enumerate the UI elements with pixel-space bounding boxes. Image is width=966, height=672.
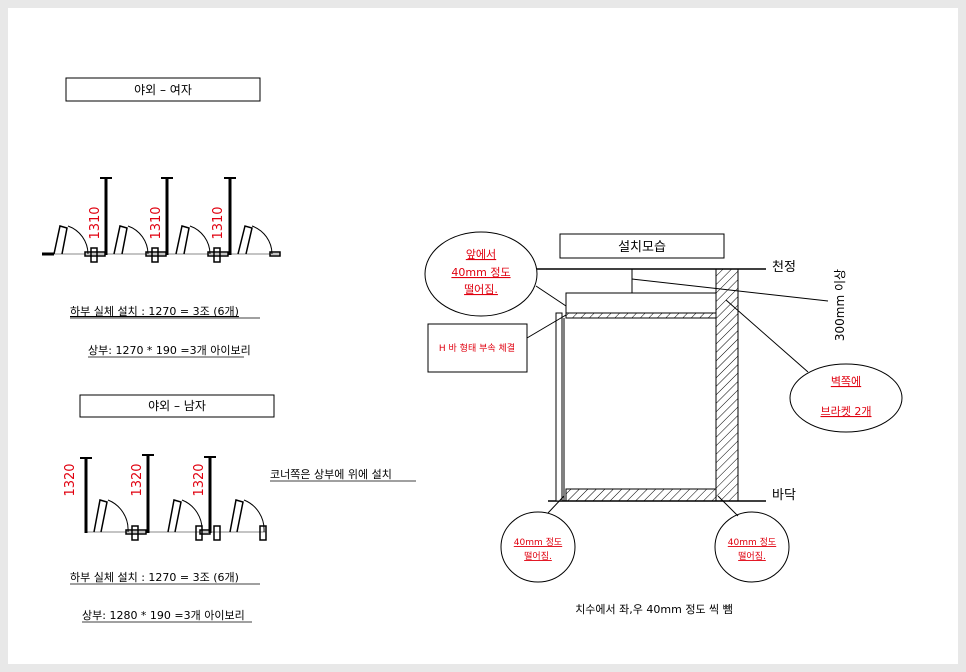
bubble-bottom-right-line-1: 40mm 정도 — [728, 537, 776, 548]
male-bottom-install: 하부 실체 설치 : 1270 = 3조 (6개) — [70, 570, 239, 584]
bubble-bottom-right-line-2: 떨어짐. — [738, 550, 766, 562]
female-dim-1: 1310 — [88, 206, 103, 239]
male-dim-2: 1320 — [130, 463, 145, 496]
h-bar-note-box — [427, 323, 528, 373]
bubble-front-line-2: 40mm 정도 — [451, 266, 510, 279]
install-title: 설치모습 — [618, 240, 666, 255]
bubble-wall — [789, 363, 903, 433]
drawing-sheet: 야외 – 여자 1310 1310 1310 하부 실체 설치 : 1270 = — [8, 8, 958, 664]
bubble-front-line-1: 앞에서 — [466, 248, 496, 261]
bubble-front-line-3: 떨어짐. — [464, 283, 498, 296]
female-title: 야외 – 여자 — [134, 83, 192, 97]
male-dim-1: 1320 — [63, 463, 78, 496]
male-dim-3: 1320 — [192, 463, 207, 496]
male-title: 야외 – 남자 — [148, 399, 206, 413]
female-title-box — [65, 77, 261, 102]
drawing-canvas: 야외 – 여자 1310 1310 1310 하부 실체 설치 : 1270 = — [42, 77, 903, 623]
female-dim-2: 1310 — [149, 206, 164, 239]
female-dim-3: 1310 — [211, 206, 226, 239]
bubble-front — [424, 231, 538, 317]
female-stalls-plan — [42, 177, 281, 263]
bubble-bottom-left-line-1: 40mm 정도 — [514, 537, 562, 548]
footer-note: 치수에서 좌,우 40mm 정도 씩 뺌 — [575, 603, 733, 616]
bubble-wall-line-1: 벽쪽에 — [831, 375, 861, 388]
ceiling-label: 천정 — [772, 260, 796, 275]
male-top-install: 상부: 1280 * 190 =3개 아이보리 — [82, 609, 245, 622]
male-title-box — [79, 394, 275, 418]
bubble-bottom-left-line-2: 떨어짐. — [524, 550, 552, 562]
bubble-bottom-left — [500, 511, 576, 583]
clearance-label: 300mm 이상 — [833, 269, 847, 341]
male-corner-note: 코너쪽은 상부에 위에 설치 — [270, 468, 392, 481]
install-title-box — [559, 233, 725, 259]
female-bottom-install: 하부 실체 설치 : 1270 = 3조 (6개) — [70, 304, 239, 318]
male-stalls-plan — [80, 454, 267, 541]
h-bar-note: H 바 형태 부속 체결 — [439, 343, 515, 354]
female-top-install: 상부: 1270 * 190 =3개 아이보리 — [88, 344, 251, 357]
bubble-wall-line-2: 브라켓 2개 — [821, 405, 872, 418]
install-elevation — [522, 268, 829, 502]
bubble-bottom-right — [714, 511, 790, 583]
floor-label: 바닥 — [772, 488, 796, 503]
